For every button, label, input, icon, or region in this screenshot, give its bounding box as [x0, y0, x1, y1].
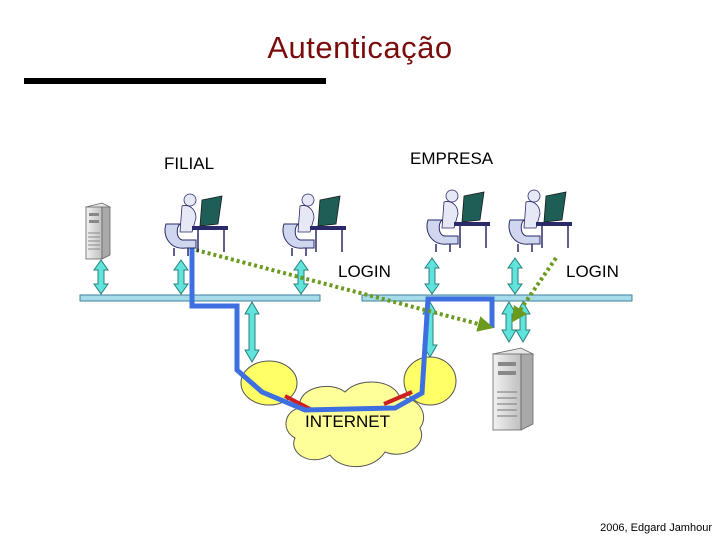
slide-title: Autenticação [267, 30, 453, 65]
server-icon [491, 347, 535, 431]
login-path-left [195, 248, 494, 332]
workstation-icon [426, 189, 490, 252]
internet-label: INTERNET [305, 412, 390, 431]
filial-lan-segment [79, 294, 321, 302]
title-underline [24, 78, 326, 84]
router-icon [240, 360, 298, 406]
workstation-icon [164, 193, 228, 256]
login-label-right: LOGIN [566, 262, 619, 281]
workstation-icon [282, 193, 346, 256]
workstation-icon [508, 189, 572, 252]
wan-link [383, 390, 413, 406]
filial-label: FILIAL [164, 154, 215, 173]
footer-credit: 2006, Edgard Jamhour [600, 522, 712, 534]
lan-connectors [93, 257, 531, 363]
login-label-left: LOGIN [338, 262, 391, 281]
server-icon [84, 202, 112, 260]
empresa-lan-segment [361, 294, 633, 302]
tunnel-path [189, 248, 495, 413]
empresa-label: EMPRESA [410, 149, 494, 168]
